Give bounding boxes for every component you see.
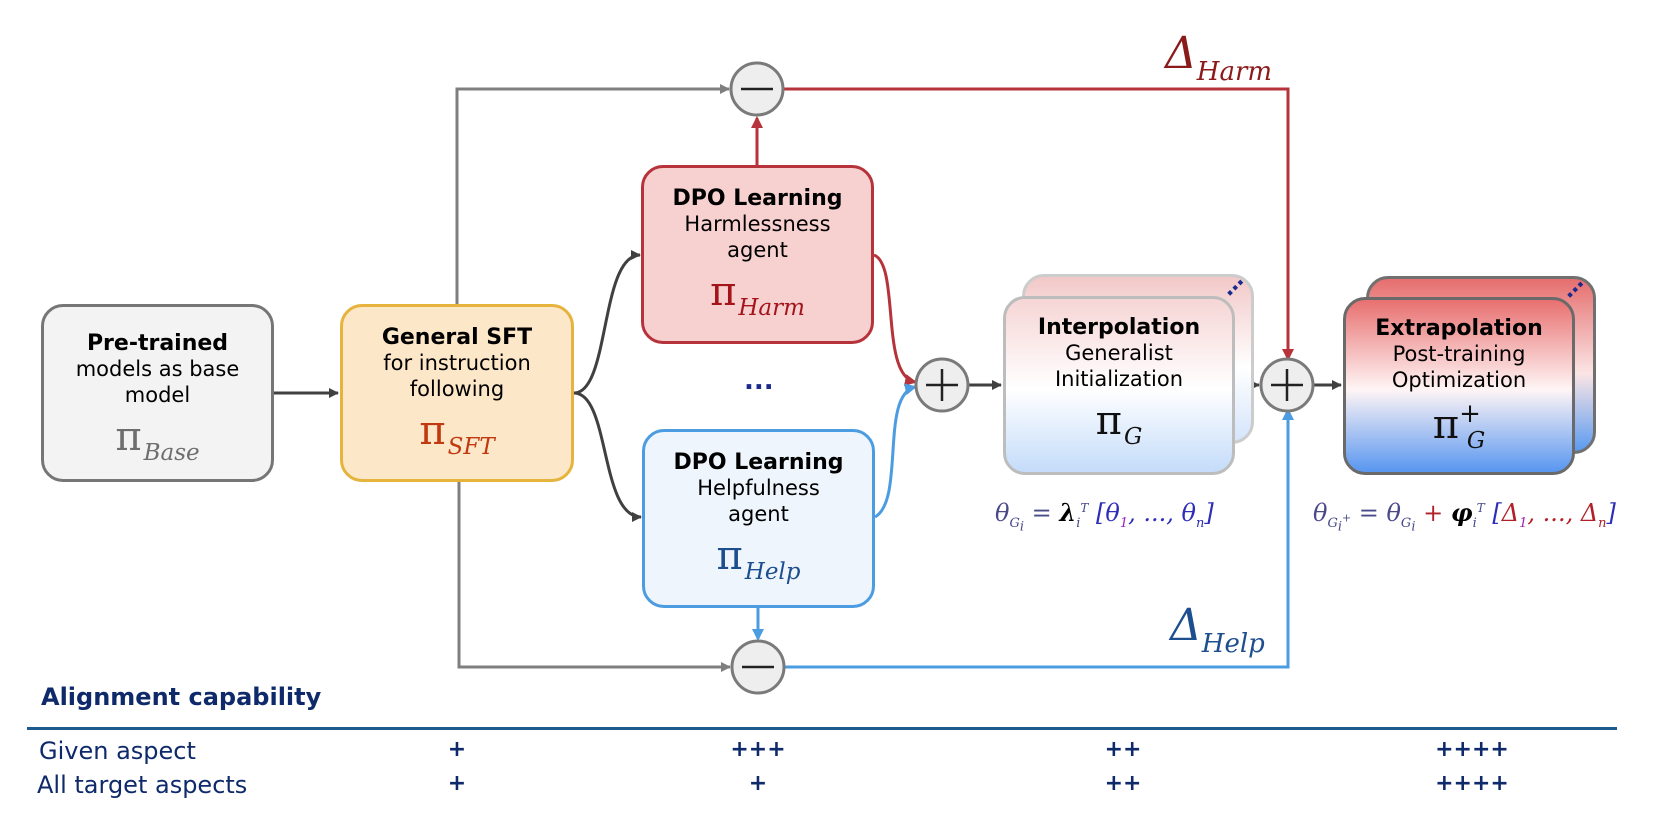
help-line1: Helpfulness: [697, 476, 820, 500]
interp-policy-symbol: πG: [1095, 398, 1143, 450]
arrow-help-to-plus: [874, 383, 917, 519]
harm-line2: agent: [727, 238, 788, 262]
general-sft-box: General SFT for instruction following πS…: [340, 304, 574, 482]
interpolation-equation: θGi = λiT [θ1, ..., θn]: [995, 498, 1214, 535]
score-all-base: +: [447, 771, 467, 796]
sft-policy-symbol: πSFT: [419, 408, 495, 460]
line-sft-to-bottom-minus: [457, 476, 731, 672]
harm-line1: Harmlessness: [684, 212, 831, 236]
dpo-harmlessness-box: DPO Learning Harmlessness agent πHarm: [641, 165, 874, 344]
interpolation-box: Interpolation Generalist Initialization …: [1003, 296, 1235, 475]
arrow-sft-to-harm: [573, 250, 641, 395]
help-title: DPO Learning: [673, 450, 844, 475]
arrow-harm-to-plus: [873, 253, 917, 386]
extrapolation-equation: θGi+ = θGi + φiT [Δ1, ..., Δn]: [1313, 498, 1616, 535]
score-all-interp: ++: [1104, 771, 1142, 796]
harm-policy-symbol: πHarm: [710, 269, 805, 321]
base-line2: model: [124, 383, 191, 407]
plus-node-extrap: [1259, 357, 1315, 413]
score-given-extrap: ++++: [1435, 737, 1509, 762]
row-label-all-target-aspects: All target aspects: [37, 771, 248, 799]
base-line1: models as base: [75, 357, 240, 381]
sft-title: General SFT: [381, 325, 533, 350]
base-policy-symbol: πBase: [115, 414, 200, 466]
extrapolation-box: Extrapolation Post-training Optimization…: [1343, 297, 1575, 475]
delta-harm-label: ΔHarm: [1165, 28, 1273, 87]
row-label-given-aspect: Given aspect: [39, 737, 196, 765]
alignment-capability-title: Alignment capability: [41, 683, 322, 711]
pretrained-base-box: Pre-trained models as base model πBase: [41, 304, 274, 482]
sft-line1: for instruction: [383, 351, 531, 375]
alignment-divider: [27, 727, 1617, 730]
extrap-title: Extrapolation: [1375, 316, 1543, 341]
dpo-helpfulness-box: DPO Learning Helpfulness agent πHelp: [642, 429, 875, 608]
minus-node-bottom: [730, 639, 786, 695]
extrap-policy-symbol: π+G: [1432, 399, 1486, 454]
interp-title: Interpolation: [1037, 315, 1201, 340]
score-all-dpo: +: [748, 771, 768, 796]
arrow-sft-to-help: [573, 391, 642, 522]
agents-ellipsis: ...: [744, 366, 774, 396]
line-delta-harm: [784, 87, 1294, 361]
help-line2: agent: [728, 502, 789, 526]
score-all-extrap: ++++: [1435, 771, 1509, 796]
line-sft-to-top-minus: [455, 84, 730, 304]
interp-line2: Initialization: [1054, 367, 1184, 391]
extrap-line1: Post-training: [1392, 342, 1526, 366]
line-delta-help: [785, 408, 1294, 669]
score-given-dpo: +++: [730, 737, 786, 762]
harm-title: DPO Learning: [672, 186, 843, 211]
plus-node-interp: [914, 357, 970, 413]
delta-help-label: ΔHelp: [1170, 600, 1265, 659]
score-given-interp: ++: [1104, 737, 1142, 762]
minus-node-top: [729, 61, 785, 117]
interp-line1: Generalist: [1065, 341, 1173, 365]
base-title: Pre-trained: [86, 331, 229, 356]
extrap-line2: Optimization: [1391, 368, 1527, 392]
sft-line2: following: [409, 377, 505, 401]
score-given-base: +: [447, 737, 467, 762]
help-policy-symbol: πHelp: [716, 533, 801, 585]
